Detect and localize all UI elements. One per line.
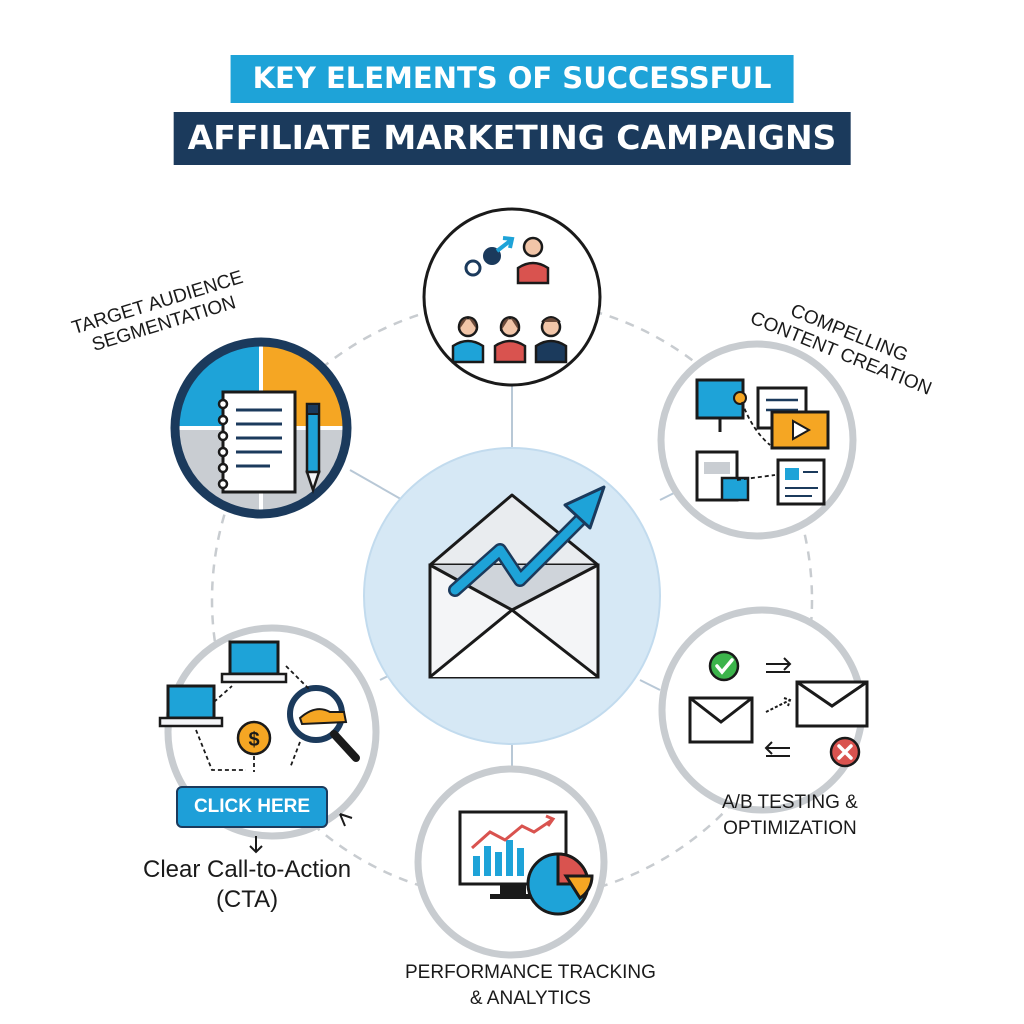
video-player-icon [770, 410, 830, 450]
click-here-button[interactable]: CLICK HERE [176, 786, 328, 828]
svg-text:$: $ [248, 729, 259, 751]
title-line-2: AFFILIATE MARKETING CAMPAIGNS [173, 112, 851, 165]
check-icon [708, 650, 740, 682]
content-node [657, 340, 857, 540]
cta-label-line1: Clear Call-to-Action [143, 856, 352, 883]
monitor-icon [695, 378, 747, 432]
center-hub [363, 447, 661, 745]
tracking-label-line2: & ANALYTICS [469, 988, 591, 1009]
notebook-icon [217, 390, 297, 494]
laptop-left-icon [158, 684, 224, 728]
title-line-1: KEY ELEMENTS OF SUCCESSFUL [230, 55, 794, 103]
cta-node: $ [158, 624, 380, 854]
audience-node [422, 207, 602, 387]
envelope-growth-icon [428, 485, 606, 679]
swap-arrows-icon [764, 657, 792, 757]
abtesting-node [658, 606, 869, 814]
cursor-arrow-icon [339, 813, 353, 827]
tracking-node [414, 765, 608, 959]
abtesting-label-line2: OPTIMIZATION [723, 818, 857, 839]
tracking-label: PERFORMANCE TRACKING & ANALYTICS [405, 960, 656, 1012]
pie-chart-icon [526, 852, 594, 916]
abtesting-label-line1: A/B TESTING & [722, 792, 858, 813]
pen-icon [305, 402, 321, 494]
envelope-b-icon [795, 680, 869, 728]
dollar-coin-icon: $ [236, 720, 272, 756]
segmentation-node [170, 337, 352, 519]
person-icon [516, 236, 550, 285]
group-icon [451, 316, 568, 364]
down-arrow-icon [249, 836, 263, 854]
connect-arrow-icon [464, 236, 515, 277]
laptop-top-icon [220, 640, 288, 684]
article-icon [776, 458, 826, 506]
webpage-icon [695, 450, 750, 502]
tracking-label-line1: PERFORMANCE TRACKING [405, 962, 656, 983]
envelope-a-icon [688, 696, 754, 744]
abtesting-label: A/B TESTING & OPTIMIZATION [722, 790, 858, 842]
cta-label: Clear Call-to-Action (CTA) [143, 855, 351, 915]
flow-lines [195, 665, 311, 772]
cross-icon [829, 736, 861, 768]
magnifier-icon [287, 685, 360, 762]
cta-label-line2: (CTA) [215, 886, 279, 913]
